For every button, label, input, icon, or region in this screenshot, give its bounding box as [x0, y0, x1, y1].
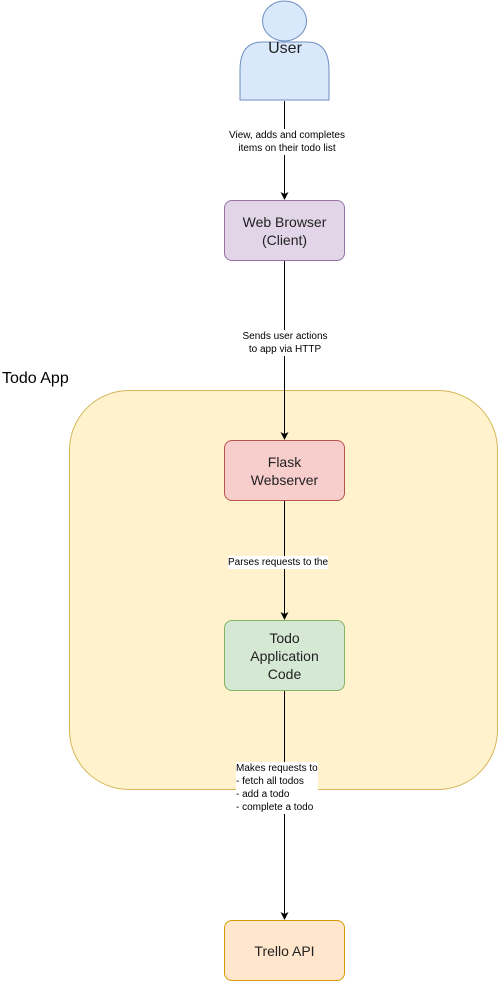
- todo-app-label: Todo App: [2, 370, 69, 387]
- trello-api-node: Trello API: [224, 920, 345, 981]
- edge-label-browser-to-flask: Sends user actions to app via HTTP: [233, 330, 337, 356]
- edge-label-todo-to-trello: Makes requests to - fetch all todos - ad…: [236, 762, 318, 814]
- user-actor-icon: [239, 0, 330, 101]
- edge-label-flask-to-todo: Parses requests to the: [228, 556, 329, 569]
- web-browser-node: Web Browser (Client): [224, 200, 345, 261]
- todo-application-code-node: Todo Application Code: [224, 620, 345, 691]
- flask-webserver-node: Flask Webserver: [224, 440, 345, 501]
- user-label: User: [268, 40, 302, 57]
- edge-label-user-to-browser: View, adds and completes items on their …: [220, 129, 354, 155]
